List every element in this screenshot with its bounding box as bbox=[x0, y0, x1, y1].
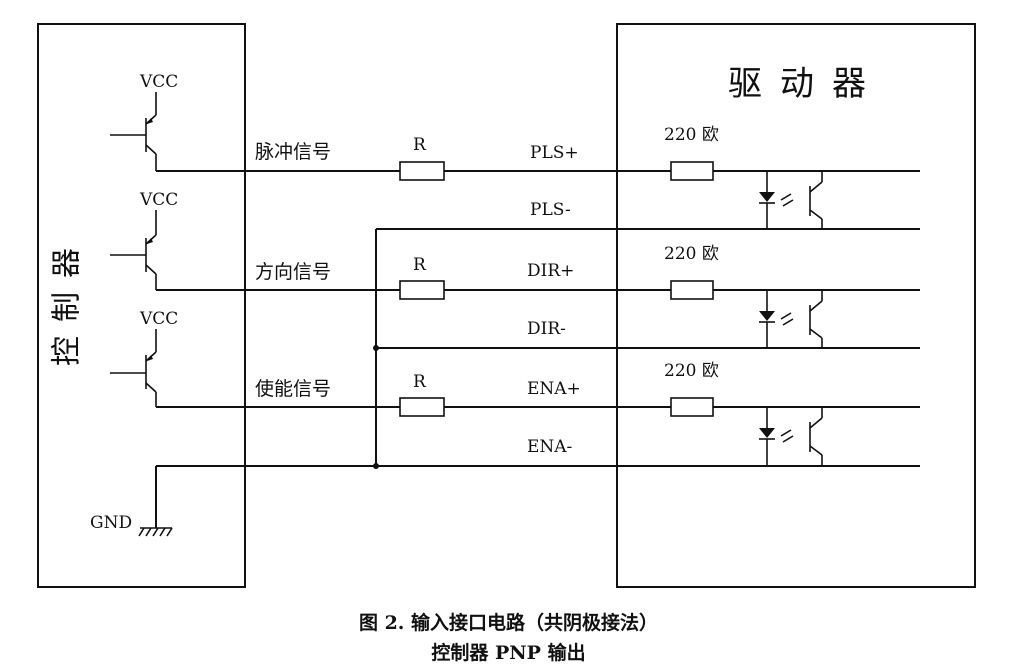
vcc-label-3: VCC bbox=[139, 309, 178, 329]
optocoupler-1 bbox=[759, 171, 823, 229]
vcc-label-1: VCC bbox=[139, 72, 178, 92]
pin-label-dir-plus: DIR+ bbox=[527, 261, 574, 281]
signal-label-direction: 方向信号 bbox=[255, 261, 331, 283]
resistor-r-1 bbox=[399, 161, 445, 181]
transistor-3: VCC bbox=[110, 309, 178, 407]
driver-box bbox=[616, 23, 976, 588]
junction-dot bbox=[373, 345, 379, 351]
optocoupler-2 bbox=[759, 290, 823, 348]
pin-label-pls-plus: PLS+ bbox=[530, 143, 579, 163]
figure-caption-line-1: 图 2. 输入接口电路（共阴极接法） bbox=[358, 612, 659, 634]
inner-resistor-2 bbox=[670, 280, 714, 300]
resistor-r-2 bbox=[399, 280, 445, 300]
pin-label-dir-minus: DIR- bbox=[527, 319, 566, 339]
inner-resistor-1 bbox=[670, 161, 714, 181]
pin-label-ena-minus: ENA- bbox=[527, 437, 572, 457]
resistor-r-3 bbox=[399, 397, 445, 417]
inner-resistor-3 bbox=[670, 397, 714, 417]
gnd-label: GND bbox=[90, 513, 132, 533]
vcc-label-2: VCC bbox=[139, 190, 178, 210]
junction-dot bbox=[373, 463, 379, 469]
figure-caption-line-2: 控制器 PNP 输出 bbox=[431, 642, 586, 664]
signal-label-enable: 使能信号 bbox=[255, 378, 331, 400]
controller-box bbox=[37, 23, 246, 588]
resistor-label-3: R bbox=[413, 372, 427, 392]
pin-label-pls-minus: PLS- bbox=[530, 200, 571, 220]
transistor-1: VCC bbox=[110, 72, 178, 171]
inner-resistor-label-2: 220 欧 bbox=[664, 244, 719, 264]
inner-resistor-label-3: 220 欧 bbox=[664, 361, 719, 381]
resistor-label-1: R bbox=[413, 135, 427, 155]
driver-title: 驱动器 bbox=[728, 64, 884, 104]
optocoupler-3 bbox=[759, 407, 823, 466]
pin-label-ena-plus: ENA+ bbox=[527, 379, 581, 399]
resistor-label-2: R bbox=[413, 255, 427, 275]
inner-resistor-label-1: 220 欧 bbox=[664, 125, 719, 145]
controller-title: 控制器 bbox=[50, 234, 85, 366]
signal-label-pulse: 脉冲信号 bbox=[255, 141, 331, 163]
transistor-2: VCC bbox=[110, 190, 178, 290]
